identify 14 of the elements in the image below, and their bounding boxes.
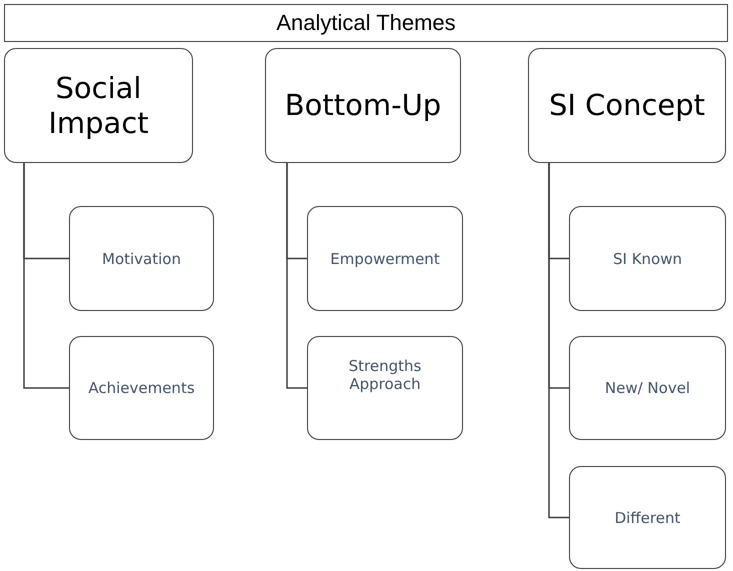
subtheme-box: Motivation	[69, 206, 214, 311]
connector-line	[548, 163, 569, 518]
theme-box: Social Impact	[4, 48, 193, 163]
title-box: Analytical Themes	[4, 4, 728, 42]
subtheme-box: New/ Novel	[569, 336, 726, 440]
connector-line	[286, 163, 307, 389]
subtheme-box: SI Known	[569, 206, 726, 311]
subtheme-box: Different	[569, 466, 726, 569]
subtheme-box: Strengths Approach	[307, 336, 463, 440]
connector-line	[23, 163, 69, 389]
subtheme-box: Achievements	[69, 336, 214, 440]
theme-box: Bottom-Up	[265, 48, 461, 163]
theme-box: SI Concept	[528, 48, 726, 163]
subtheme-box: Empowerment	[307, 206, 463, 311]
